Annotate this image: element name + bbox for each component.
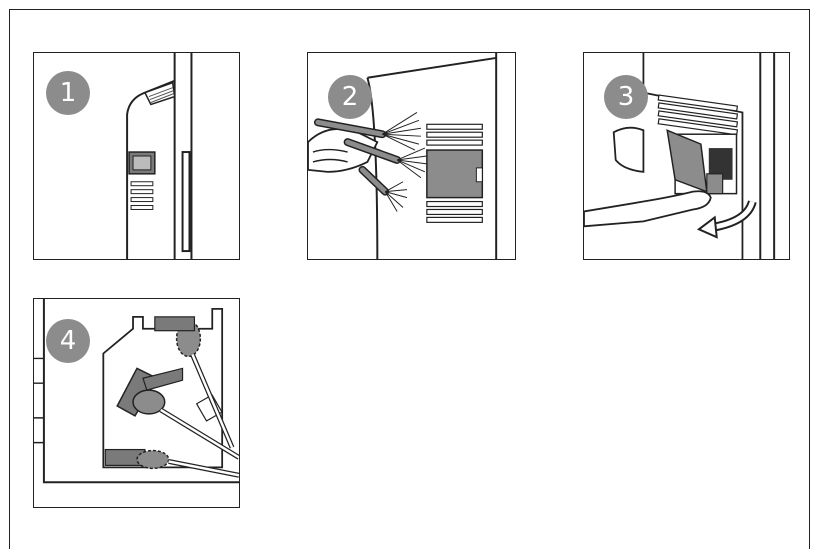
step-number-badge: 4: [46, 319, 90, 363]
step-number-badge: 2: [328, 75, 372, 119]
step-4-illustration: 4: [33, 298, 240, 508]
step-2-illustration: 2: [307, 52, 516, 260]
step-number-badge: 3: [604, 75, 648, 119]
step-3-illustration: 3: [583, 52, 790, 260]
step-1-illustration: 1: [33, 52, 240, 260]
step-number-badge: 1: [46, 71, 90, 115]
